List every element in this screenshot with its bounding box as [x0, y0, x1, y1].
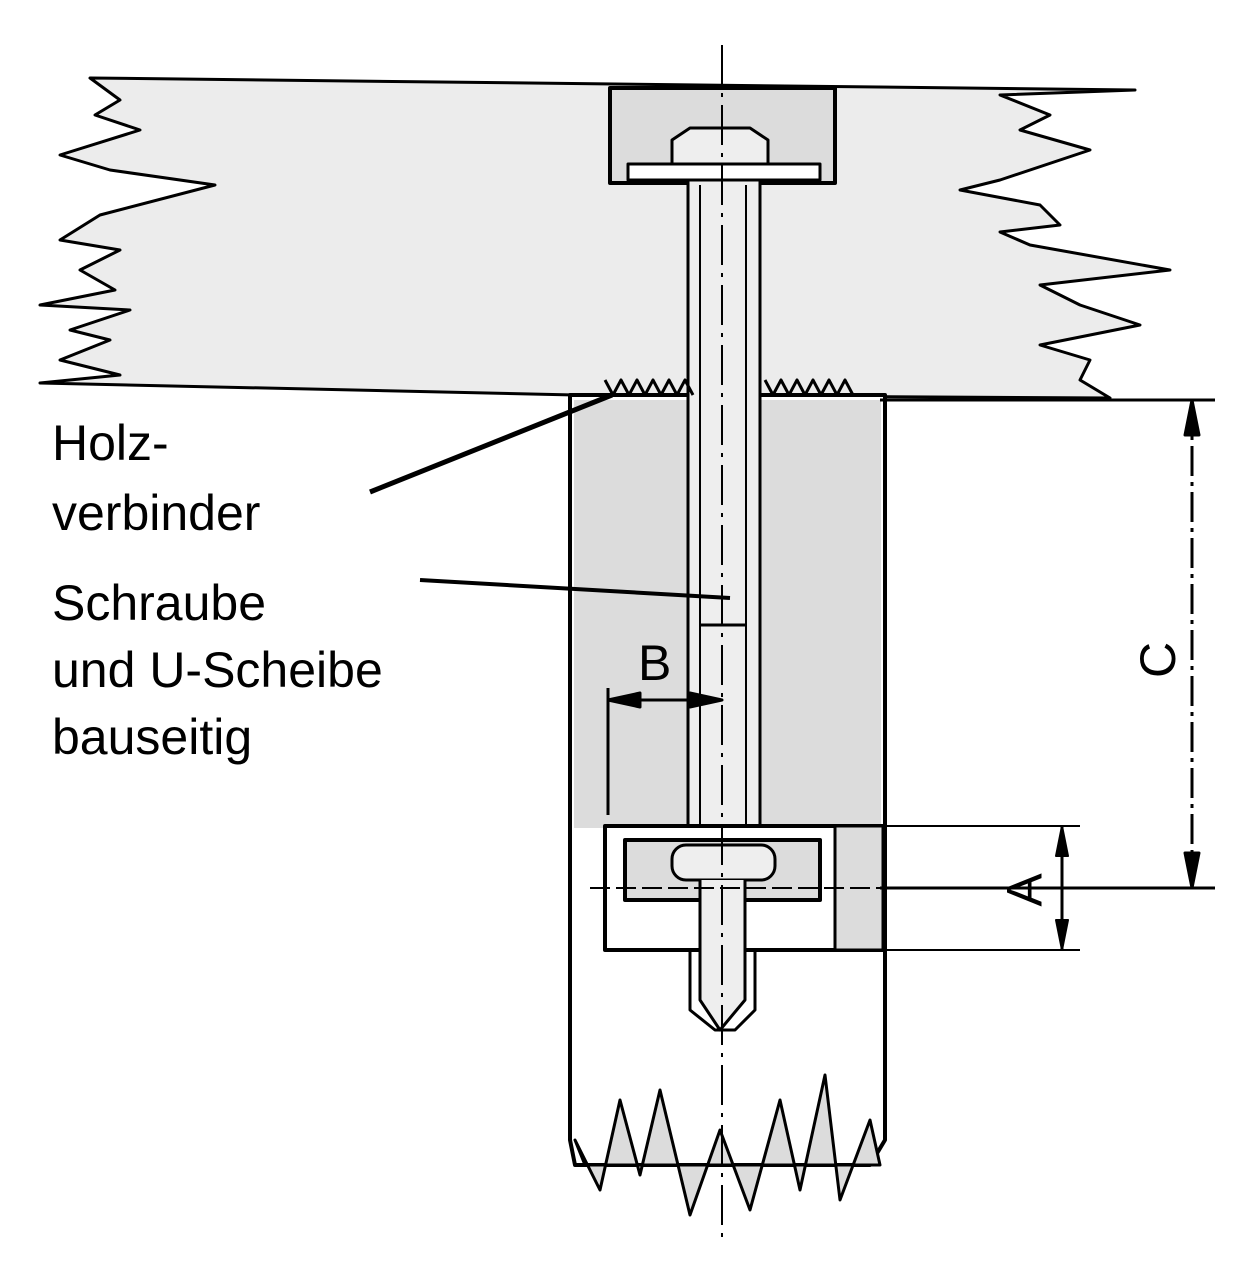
- bolt-head: [670, 126, 770, 166]
- leader-schraube: [419, 578, 731, 600]
- label-schraube-line2: und U-Scheibe: [52, 642, 383, 698]
- wood-screw-left: [600, 378, 695, 397]
- top-washer: [626, 162, 822, 182]
- label-holzverbinder-line1: Holz-: [52, 415, 169, 471]
- post-break: [573, 1073, 882, 1217]
- label-holzverbinder-line2: verbinder: [52, 485, 261, 541]
- top-beam: [38, 76, 1172, 400]
- lower-nut: [670, 843, 777, 882]
- dimension-c: [880, 398, 1215, 890]
- leader-holzverbinder: [369, 392, 613, 495]
- label-schraube-line3: bauseitig: [52, 709, 253, 765]
- wood-screw-right: [760, 378, 855, 397]
- dimension-c-label: C: [1130, 641, 1187, 679]
- bolt-shaft: [686, 178, 762, 832]
- dimension-a: [590, 825, 1080, 951]
- dimension-b: [606, 688, 724, 815]
- dimension-a-label: A: [996, 873, 1053, 907]
- label-schraube-line1: Schraube: [52, 575, 267, 631]
- dimension-b-label: B: [638, 635, 672, 691]
